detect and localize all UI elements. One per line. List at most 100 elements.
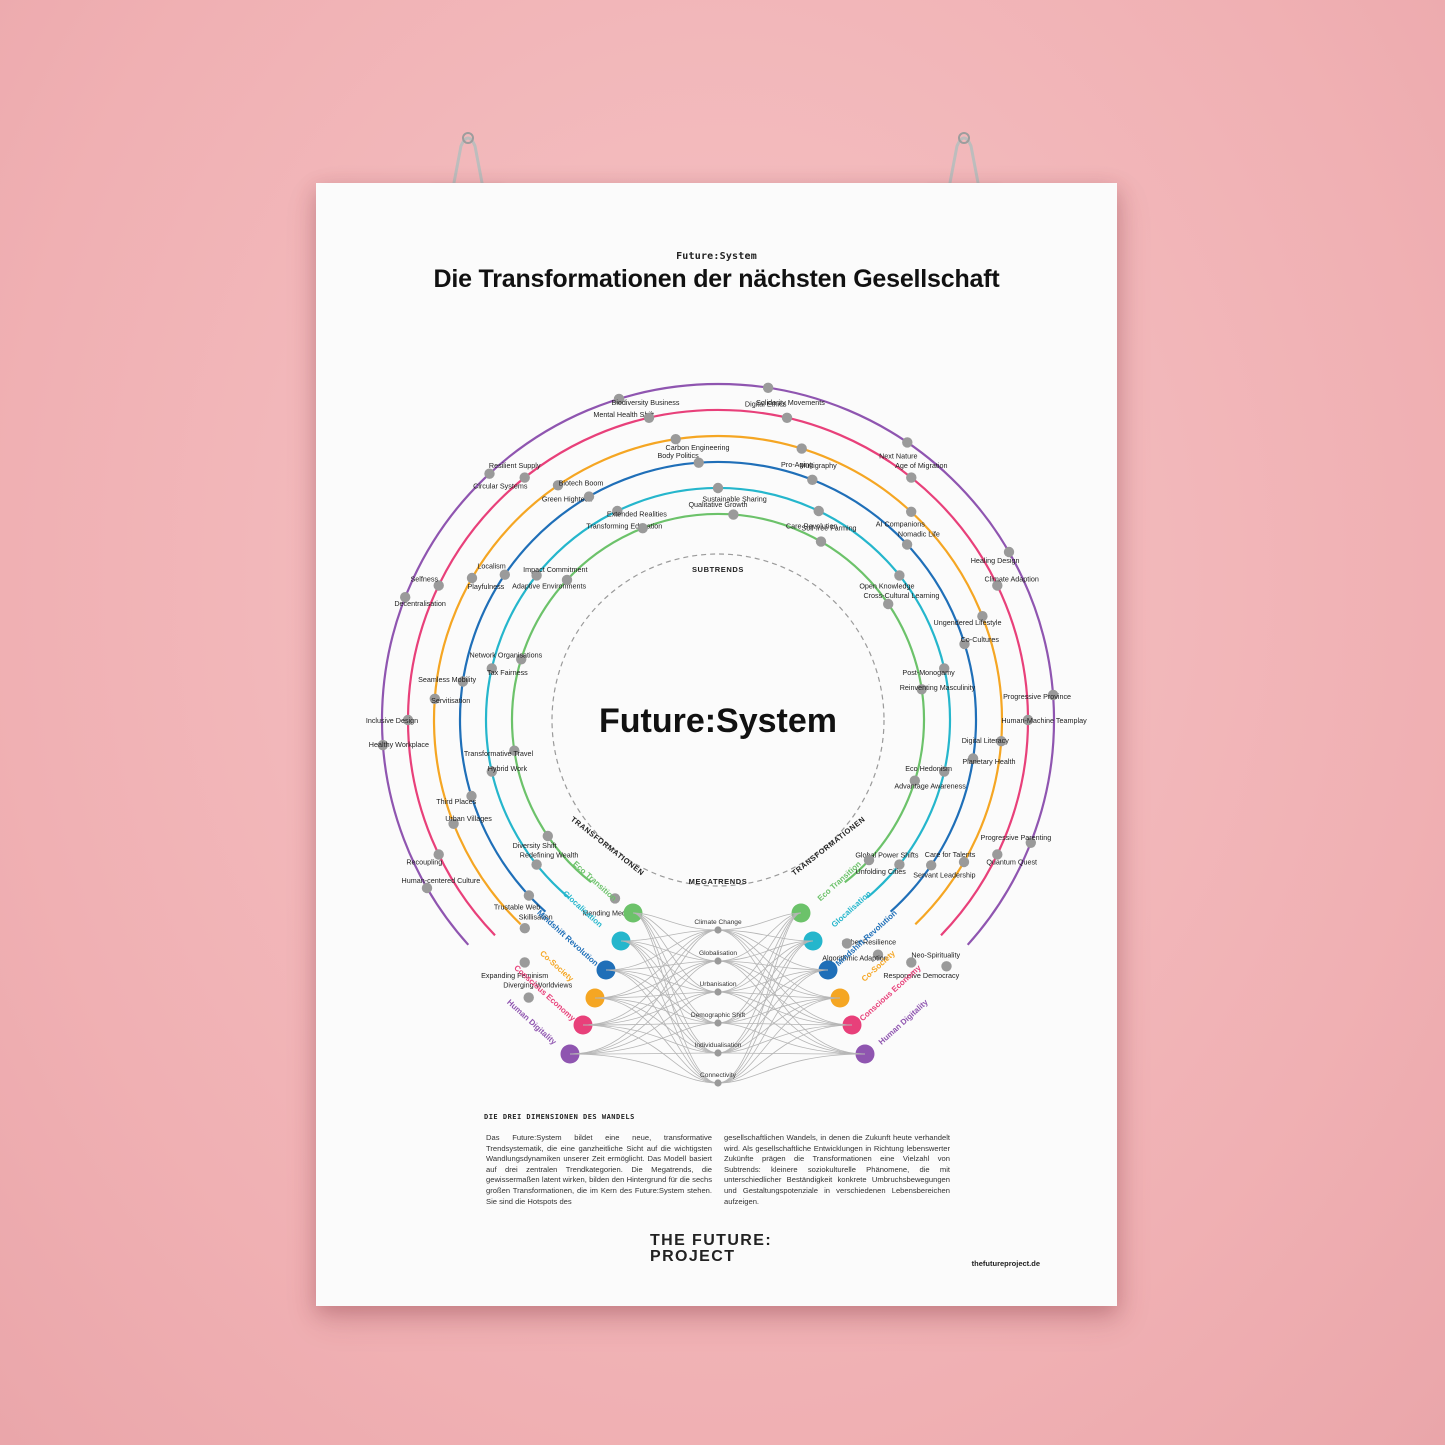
megatrend-link bbox=[632, 912, 719, 931]
subtrend-label: Soil-free Farming bbox=[801, 524, 856, 533]
subtrend-label: Redefining Wealth bbox=[520, 851, 579, 860]
subtrend-node bbox=[1003, 546, 1015, 558]
subtrend-label: Network Organisations bbox=[470, 651, 543, 660]
subtrend-node bbox=[728, 509, 739, 520]
megatrend-link bbox=[717, 940, 814, 1024]
megatrend-link bbox=[605, 969, 719, 1024]
subtrend-node bbox=[433, 580, 444, 591]
subtrend-label: Advantage Awareness bbox=[894, 781, 966, 790]
megatrend-link bbox=[717, 940, 814, 962]
subtrend-node bbox=[448, 818, 459, 829]
subtrend-label: Impact Commitment bbox=[523, 565, 587, 574]
subtrend-boundary-circle bbox=[551, 553, 885, 887]
subtrend-node bbox=[377, 739, 389, 751]
subtrend-label: Biotech Boom bbox=[559, 479, 604, 488]
megatrend-link bbox=[717, 912, 802, 993]
subtrend-node bbox=[906, 506, 917, 517]
subtrend-label: Care for Talents bbox=[925, 850, 976, 859]
megatrend-link bbox=[717, 969, 829, 993]
subtrend-label: Inclusive Design bbox=[366, 716, 418, 725]
subtrend-node bbox=[939, 663, 950, 674]
logo-line-1: THE FUTURE: bbox=[650, 1232, 773, 1249]
subtrend-node bbox=[992, 849, 1003, 860]
subtrend-node bbox=[466, 790, 477, 802]
megatrend-link bbox=[717, 912, 802, 1084]
subtrend-node bbox=[1025, 837, 1036, 848]
megatrend-label: Climate Change bbox=[694, 919, 742, 926]
megatrend-link bbox=[717, 997, 841, 1054]
subtrend-node bbox=[542, 830, 553, 842]
subtrend-node bbox=[433, 849, 444, 860]
ring-human-digitality bbox=[380, 382, 1056, 946]
subtrend-label: Digital Ethics bbox=[745, 400, 787, 409]
megatrend-link bbox=[594, 997, 719, 1054]
megatrend-link bbox=[632, 912, 719, 1024]
poster-title: Die Transformationen der nächsten Gesell… bbox=[433, 265, 1000, 293]
megatrend-link bbox=[569, 1052, 719, 1055]
megatrend-link bbox=[582, 960, 719, 1026]
subtrend-label: Circular Systems bbox=[473, 481, 528, 490]
body-paragraph-right: gesellschaftlichen Wandels, in denen die… bbox=[724, 1133, 950, 1206]
subtrend-node bbox=[609, 893, 621, 904]
subtrend-node bbox=[894, 570, 905, 581]
megatrend-link bbox=[620, 940, 719, 993]
subtrend-node bbox=[484, 468, 495, 479]
megatrend-link bbox=[620, 940, 719, 962]
transformation-label-right: Eco Transition bbox=[816, 859, 863, 903]
subtrend-label: Climate Adaption bbox=[985, 575, 1039, 584]
subtrend-node bbox=[916, 684, 927, 695]
subtrend-node bbox=[909, 775, 920, 786]
subtrend-label: Global Power Shifts bbox=[855, 851, 919, 860]
subtrend-node bbox=[901, 539, 913, 550]
transformation-label-left: Human Digitality bbox=[505, 998, 558, 1047]
subtrend-label: Adaptive Environments bbox=[512, 581, 586, 590]
subtrend-label: Skillisation bbox=[519, 913, 553, 922]
subtrend-label: AI Companions bbox=[876, 520, 926, 529]
subtrend-label: Selfness bbox=[411, 575, 439, 584]
subtrend-label: Age of Migration bbox=[895, 461, 947, 470]
subtrend-node bbox=[499, 569, 510, 580]
megatrend-link bbox=[569, 929, 719, 1055]
subtrend-node bbox=[523, 890, 535, 901]
subtrend-label: Third Places bbox=[436, 797, 476, 806]
subtrend-label: Unfolding Cities bbox=[856, 867, 907, 876]
subtrend-node bbox=[561, 574, 573, 586]
megatrend-link bbox=[605, 969, 719, 1084]
subtrend-label: Neo-Spirituality bbox=[911, 951, 960, 960]
megatrend-link bbox=[632, 912, 719, 1084]
megatrend-node bbox=[714, 957, 722, 965]
subtrend-label: Ungendered Lifestyle bbox=[934, 618, 1002, 627]
subtrend-node bbox=[906, 957, 917, 968]
poster-kicker: Future:System bbox=[676, 251, 757, 262]
subtrend-label: Transforming Education bbox=[586, 521, 662, 530]
megatrend-link bbox=[605, 960, 719, 971]
subtrend-node bbox=[457, 676, 469, 687]
subtrend-node bbox=[613, 393, 625, 405]
subtrend-node bbox=[1047, 689, 1059, 701]
subtrend-label: Carbon Engineering bbox=[666, 443, 730, 452]
subtrend-node bbox=[815, 536, 827, 547]
subtrend-label: Tax Fairness bbox=[487, 668, 528, 677]
subtrend-node bbox=[872, 949, 884, 960]
megatrend-link bbox=[717, 960, 829, 971]
subtrend-label: Pro-Aging bbox=[781, 460, 813, 469]
transformation-label-right: Human Digitality bbox=[877, 997, 930, 1046]
megatrend-link bbox=[620, 940, 719, 1084]
subtrend-label: Healthy Workplace bbox=[369, 740, 429, 749]
section-heading: DIE DREI DIMENSIONEN DES WANDELS bbox=[484, 1113, 635, 1121]
subtrend-node bbox=[762, 382, 774, 393]
subtrend-label: Sustainable Sharing bbox=[702, 495, 766, 504]
subtrend-node bbox=[841, 938, 853, 949]
subtrend-label: Green Hightech bbox=[542, 495, 592, 504]
megatrend-link bbox=[717, 969, 829, 1084]
subtrend-label: Qualitative Growth bbox=[688, 500, 747, 509]
megatrend-link bbox=[717, 1053, 866, 1084]
megatrend-link bbox=[594, 997, 719, 1024]
megatrend-link bbox=[717, 912, 802, 1024]
subtrend-node bbox=[519, 957, 530, 968]
megatrend-link bbox=[717, 960, 853, 1026]
megatrend-node bbox=[714, 926, 722, 934]
subtrend-label: Playfulness bbox=[468, 582, 505, 591]
the-future-project-logo: THE FUTURE: PROJECT bbox=[650, 1233, 772, 1265]
transformation-label-right: Glocalisation bbox=[830, 889, 873, 929]
